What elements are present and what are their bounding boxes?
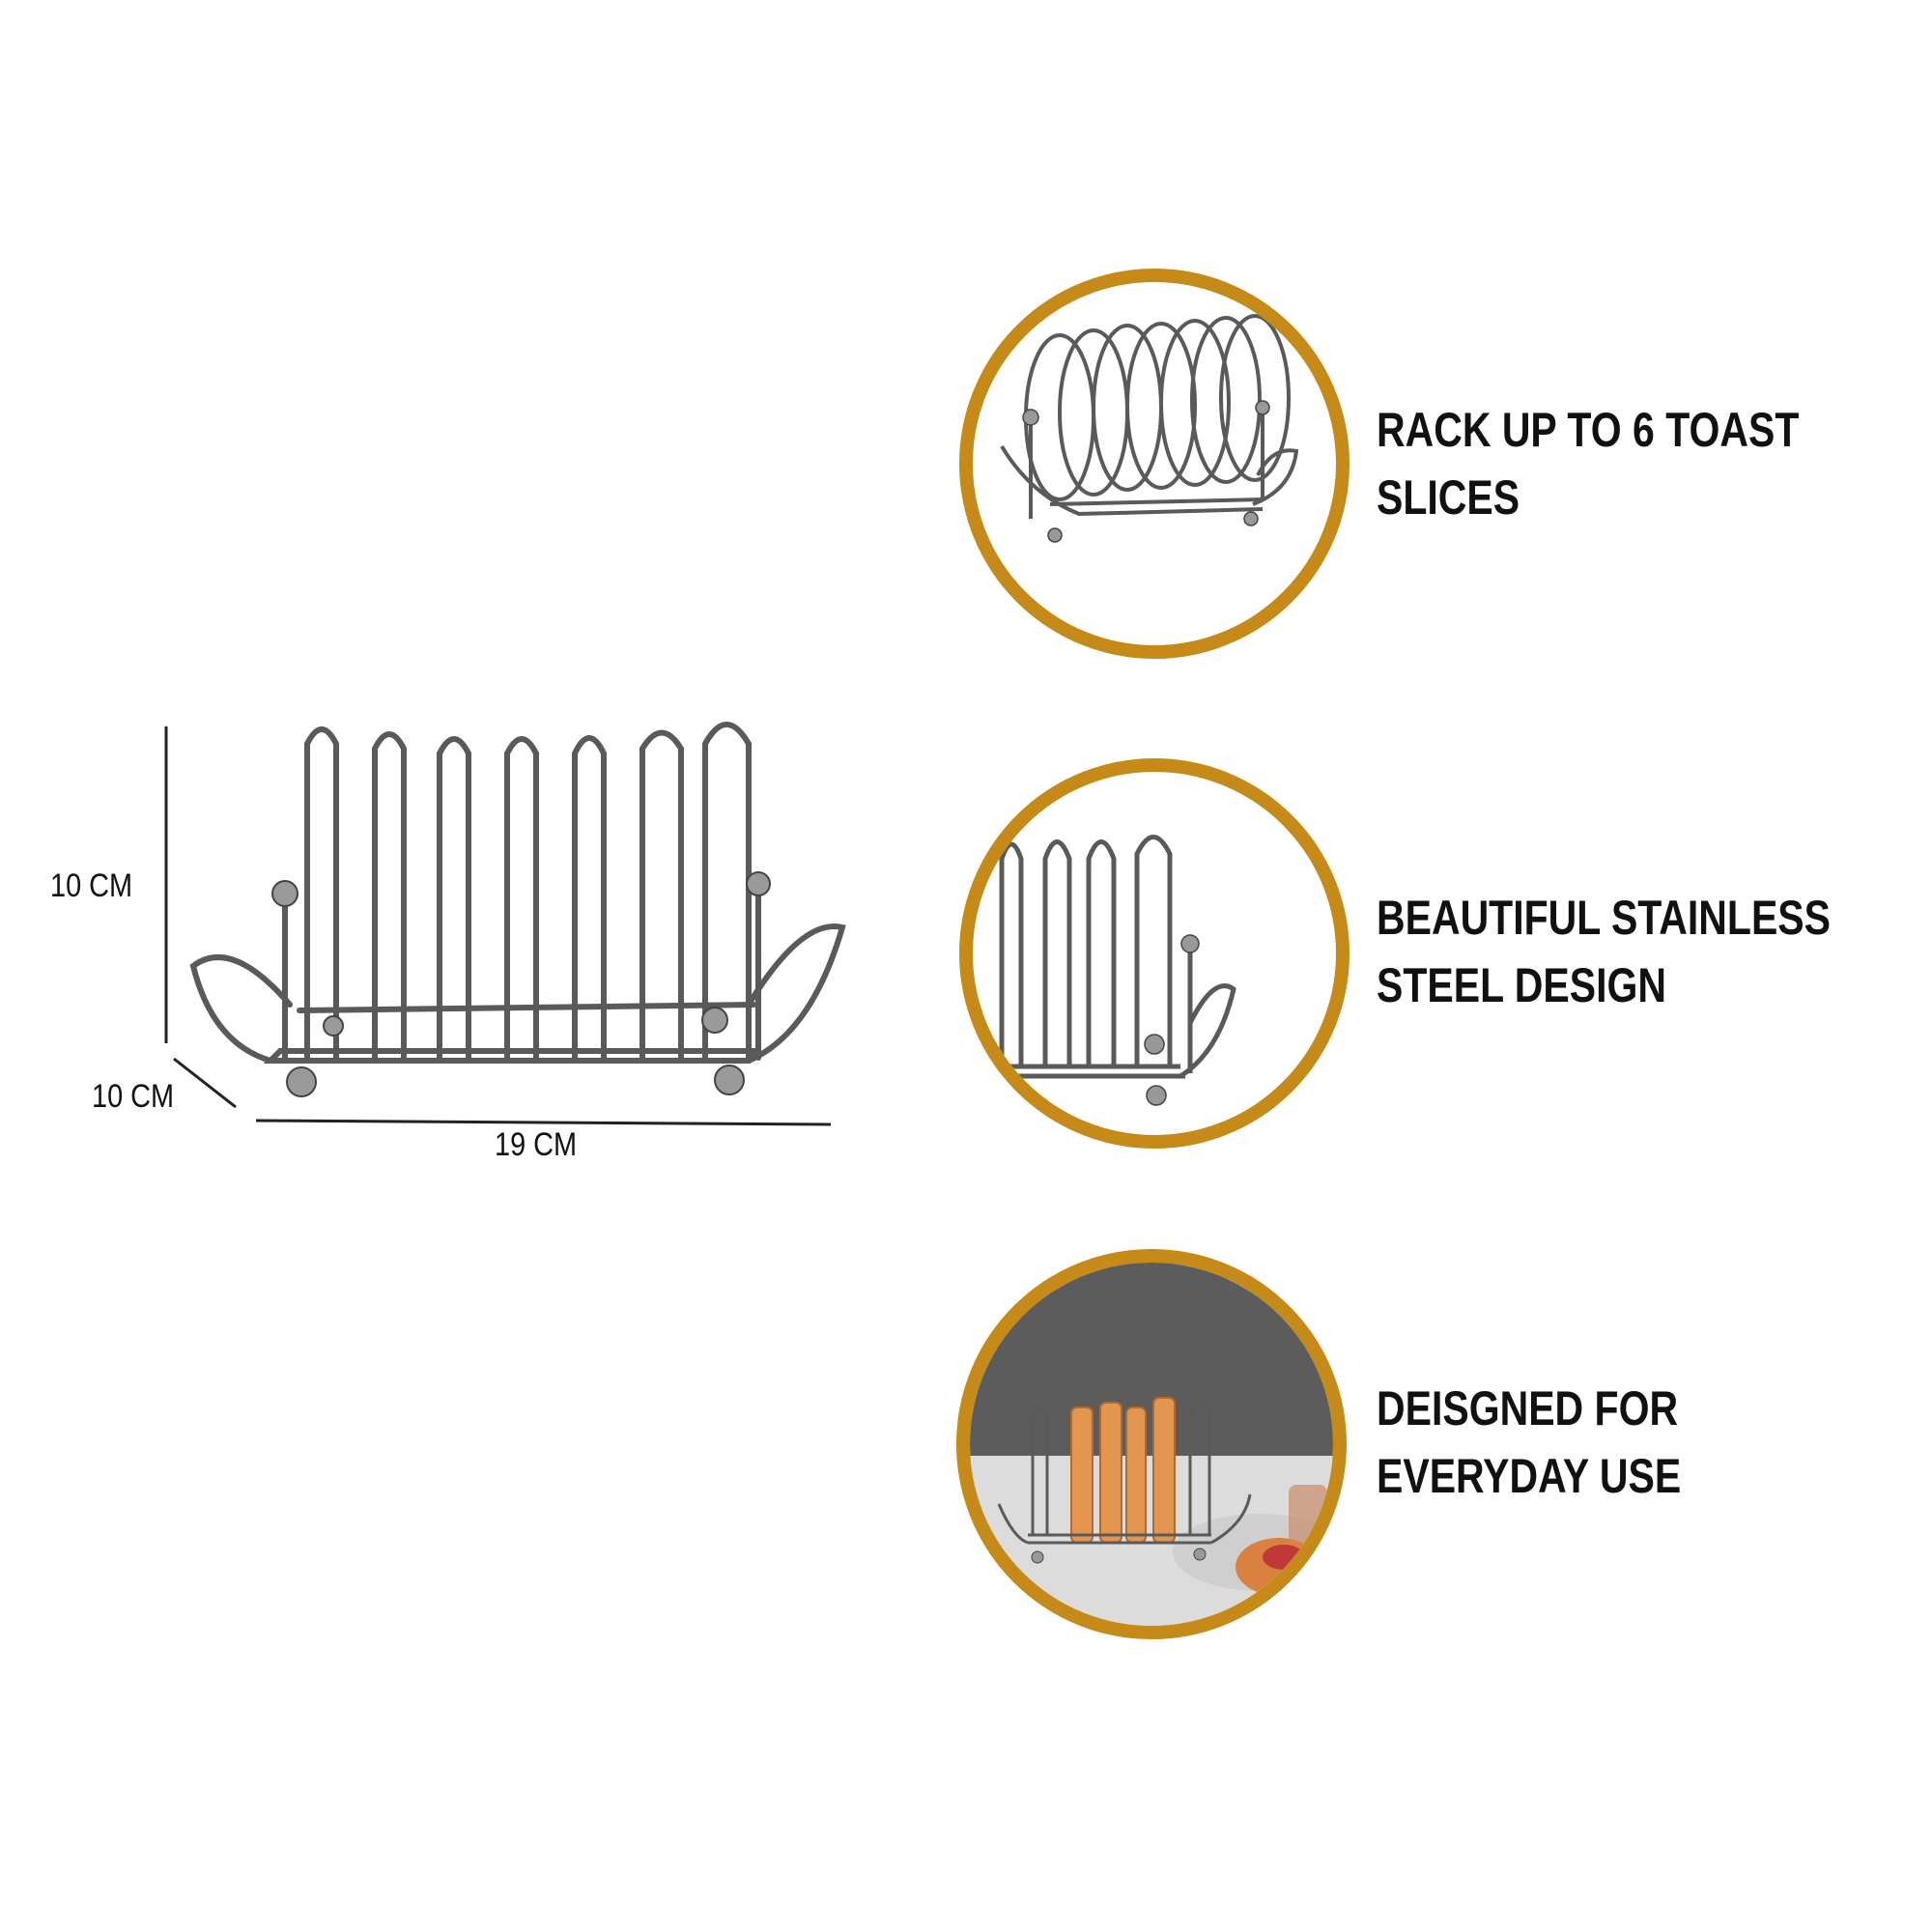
- toast-rack-with-bread-image: [970, 1263, 1333, 1626]
- toast-rack-closeup-image: [999, 835, 1236, 1106]
- feature-image-circle-1: [959, 269, 1350, 659]
- feature-image-circle-2: [959, 758, 1350, 1149]
- feature-1-line-2: SLICES: [1377, 470, 1520, 525]
- feature-text-2: BEAUTIFUL STAINLESS STEEL DESIGN: [1377, 884, 1831, 1019]
- feature-2-line-2: STEEL DESIGN: [1377, 958, 1666, 1012]
- product-dimension-diagram: [0, 676, 869, 1217]
- feature-3-line-2: EVERYDAY USE: [1377, 1449, 1682, 1503]
- width-dimension-label: 19 CM: [495, 1126, 578, 1163]
- height-dimension-label: 10 CM: [50, 867, 133, 904]
- feature-text-1: RACK UP TO 6 TOAST SLICES: [1377, 396, 1799, 531]
- toast-rack-main-image: [164, 722, 846, 1126]
- feature-2-line-1: BEAUTIFUL STAINLESS: [1377, 891, 1832, 945]
- feature-1-line-1: RACK UP TO 6 TOAST: [1377, 403, 1800, 457]
- feature-image-circle-3: [956, 1249, 1347, 1639]
- toast-rack-angled-image: [1000, 314, 1299, 543]
- depth-dimension-label: 10 CM: [92, 1078, 175, 1115]
- feature-3-line-1: DEISGNED FOR: [1377, 1381, 1679, 1435]
- feature-text-3: DEISGNED FOR EVERYDAY USE: [1377, 1375, 1681, 1510]
